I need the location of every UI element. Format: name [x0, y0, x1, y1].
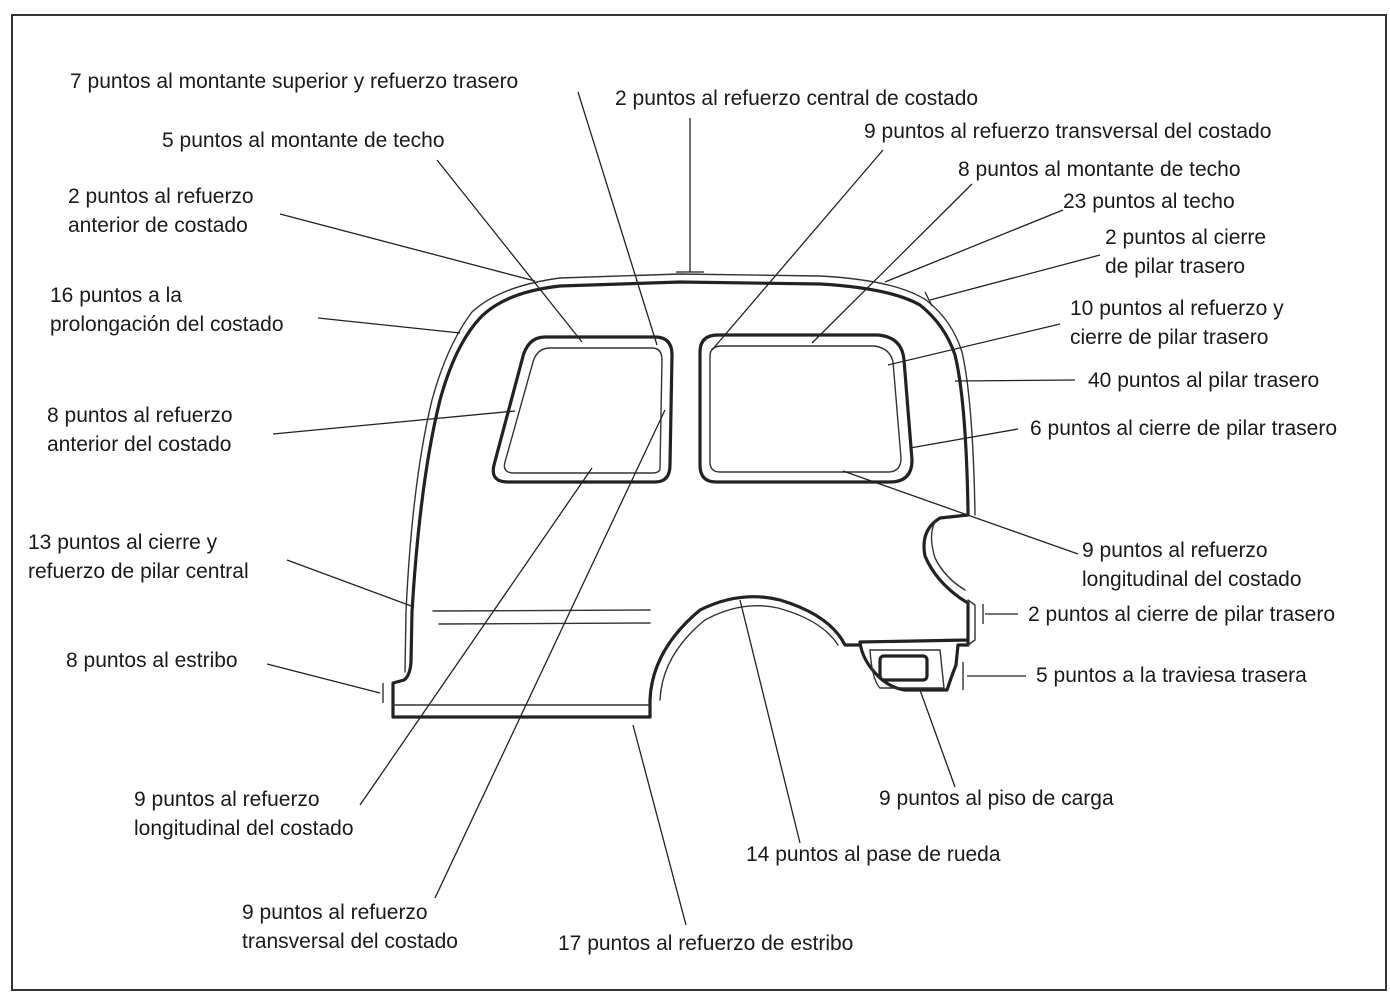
leader-l13	[909, 428, 1019, 449]
label-cierre-pilar-mid: 6 puntos al cierre de pilar trasero	[1030, 417, 1337, 440]
label-prolongacion: 16 puntos a la prolongación del costado	[50, 284, 284, 336]
diagram-frame	[11, 14, 1387, 991]
leader-l5	[279, 213, 536, 282]
tail-contour	[930, 521, 966, 591]
label-cierre-pilar-upper: 2 puntos al cierre de pilar trasero	[1105, 226, 1267, 278]
label-cierre-pilar-lower: 2 puntos al cierre de pilar trasero	[1028, 603, 1335, 626]
label-refuerzo-anterior-del-costado: 8 puntos al refuerzo anterior del costad…	[47, 404, 233, 456]
sill-line	[391, 595, 862, 719]
rear-window-inner	[709, 345, 902, 473]
wheel-arch-inner	[659, 605, 839, 701]
leader-l12	[272, 410, 516, 435]
leader-l17	[266, 663, 381, 694]
label-refuerzo-longitudinal-front: 9 puntos al refuerzo longitudinal del co…	[134, 788, 354, 840]
leader-l6	[811, 183, 973, 344]
label-pilar-central: 13 puntos al cierre y refuerzo de pilar …	[28, 531, 249, 583]
leader-l11	[954, 379, 1076, 382]
label-refuerzo-transversal-top: 9 puntos al refuerzo transversal del cos…	[864, 120, 1272, 143]
label-estribo: 8 puntos al estribo	[66, 649, 238, 672]
label-traviesa-trasera: 5 puntos a la traviesa trasera	[1036, 664, 1307, 687]
label-montante-superior: 7 puntos al montante superior y refuerzo…	[70, 70, 519, 93]
label-refuerzo-central: 2 puntos al refuerzo central de costado	[615, 87, 979, 110]
label-techo: 23 puntos al techo	[1063, 190, 1235, 213]
label-refuerzo-transversal-bottom: 9 puntos al refuerzo transversal del cos…	[242, 901, 458, 953]
leader-l9	[317, 317, 461, 334]
leader-l20	[919, 689, 956, 788]
leader-l19	[359, 467, 593, 806]
rear-window	[698, 333, 914, 484]
front-window-inner	[503, 347, 663, 474]
belt-line-lower	[438, 622, 651, 625]
label-pase-rueda: 14 puntos al pase de rueda	[746, 843, 1001, 866]
leader-l4	[711, 149, 884, 351]
leader-l8-tick	[924, 291, 933, 307]
label-piso-carga: 9 puntos al piso de carga	[879, 787, 1114, 810]
leader-l22	[434, 409, 666, 899]
belt-line-upper	[432, 609, 651, 612]
leader-l8	[929, 254, 1101, 301]
leader-l7	[884, 209, 1064, 283]
front-window	[491, 335, 674, 484]
leader-l23	[632, 724, 687, 926]
panel-inner-outline	[404, 273, 976, 673]
leader-l1	[577, 91, 658, 346]
label-pilar-trasero: 40 puntos al pilar trasero	[1088, 369, 1320, 392]
leader-l15	[286, 559, 415, 608]
panel-outer-outline	[391, 280, 970, 719]
label-refuerzo-cierre-pilar: 10 puntos al refuerzo y cierre de pilar …	[1070, 297, 1284, 349]
leader-l3	[436, 159, 583, 343]
rear-lamp-surround	[869, 649, 945, 689]
label-refuerzo-anterior-costado: 2 puntos al refuerzo anterior de costado	[68, 185, 254, 237]
leader-l14	[842, 470, 1079, 555]
label-montante-techo-rear: 8 puntos al montante de techo	[958, 158, 1241, 181]
leader-l21	[739, 599, 801, 844]
leader-l10	[887, 323, 1061, 366]
rear-lamp	[878, 654, 929, 682]
leader-lines	[266, 91, 1101, 926]
label-refuerzo-longitudinal-rear: 9 puntos al refuerzo longitudinal del co…	[1082, 539, 1302, 591]
rear-inner-outline	[967, 599, 976, 646]
label-montante-techo-front: 5 puntos al montante de techo	[162, 129, 445, 152]
label-refuerzo-estribo: 17 puntos al refuerzo de estribo	[558, 932, 854, 955]
